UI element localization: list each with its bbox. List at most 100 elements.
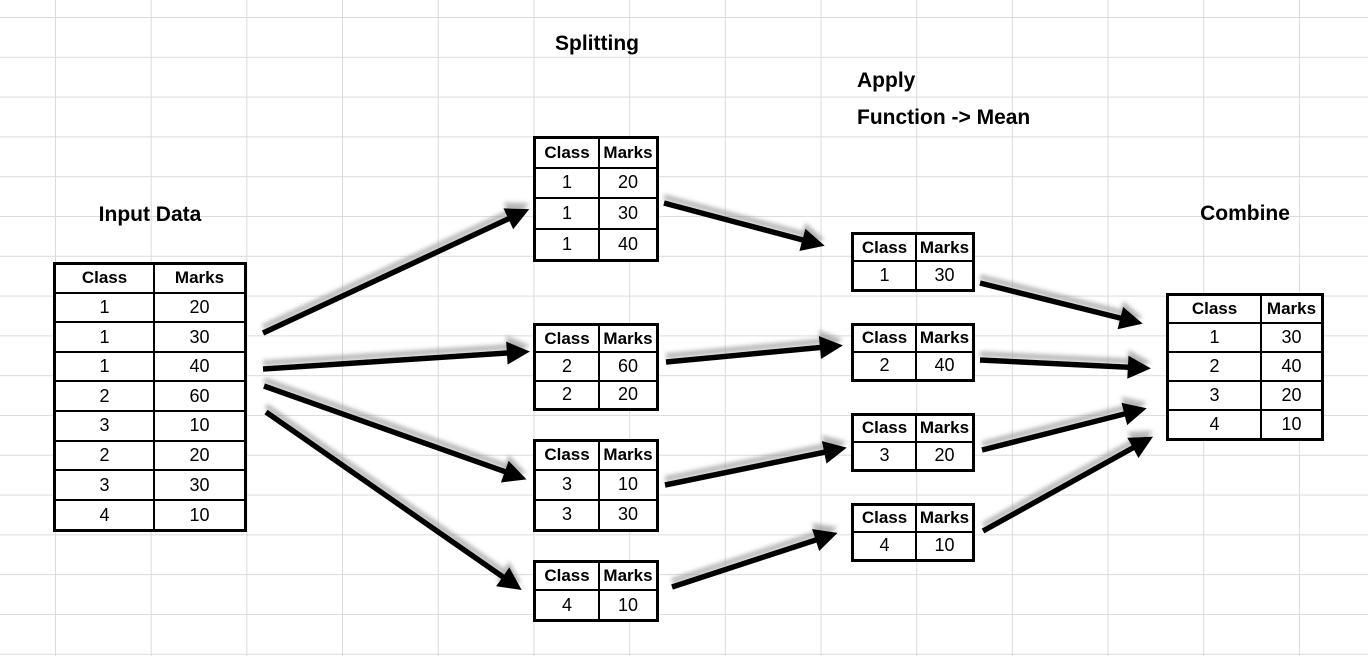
cell-marks: 30 [153,469,247,502]
cell-marks: 40 [1260,350,1324,382]
cell-class: 2 [1166,350,1262,382]
cell-class: 2 [53,439,155,472]
cell-marks: 20 [153,439,247,472]
arrow-split4-to-apply4 [671,529,838,590]
table-header-row: Class Marks [851,503,975,533]
cell-marks: 20 [153,291,247,324]
cell-class: 3 [53,469,155,502]
cell-class: 4 [1166,408,1262,441]
cell-class: 1 [533,166,600,200]
cell-marks: 40 [598,228,659,262]
cell-class: 1 [53,291,155,324]
cell-marks: 30 [1260,321,1324,353]
cell-marks: 20 [598,166,659,200]
column-header-class: Class [533,560,600,592]
cell-class: 4 [851,530,917,562]
table-header-row: Class Marks [533,560,659,592]
arrow-input-to-split3 [263,383,527,483]
column-header-class: Class [533,136,600,169]
column-header-marks: Marks [915,413,975,443]
cell-class: 3 [851,440,917,472]
cell-marks: 60 [153,380,247,413]
cell-marks: 10 [915,530,975,562]
cell-marks: 40 [915,350,975,382]
cell-class: 1 [1166,321,1262,353]
table-header-row: Class Marks [533,323,659,354]
cell-marks: 10 [153,410,247,442]
cell-marks: 10 [598,468,659,501]
cell-class: 3 [53,410,155,442]
cell-class: 3 [533,498,600,532]
arrow-input-to-split4 [264,409,522,590]
table-header-row: Class Marks [53,262,247,294]
arrow-split1-to-apply1 [663,200,825,252]
cell-class: 3 [1166,379,1262,411]
cell-marks: 20 [1260,379,1324,411]
table-header-row: Class Marks [851,232,975,263]
table-header-row: Class Marks [851,413,975,443]
column-header-class: Class [851,503,917,533]
column-header-class: Class [851,413,917,443]
cell-marks: 30 [598,197,659,231]
cell-marks: 20 [915,440,975,472]
splitting-title: Splitting [555,32,639,55]
cell-marks: 20 [598,379,659,411]
column-header-marks: Marks [915,232,975,263]
arrow-input-to-split2 [262,341,530,372]
column-header-class: Class [851,323,917,353]
cell-class: 4 [53,499,155,532]
column-header-marks: Marks [153,262,247,294]
arrow-apply4-to-combine [981,436,1154,534]
cell-marks: 40 [153,350,247,383]
column-header-class: Class [533,323,600,354]
cell-marks: 10 [153,499,247,532]
column-header-marks: Marks [598,439,659,471]
arrow-apply2-to-combine [979,355,1151,379]
apply-title: Apply [857,69,916,92]
cell-class: 3 [533,468,600,501]
cell-class: 1 [533,228,600,262]
cell-class: 1 [53,321,155,353]
column-header-class: Class [53,262,155,294]
arrow-apply1-to-combine [979,280,1143,330]
cell-class: 1 [533,197,600,231]
cell-marks: 30 [153,321,247,353]
input-data-title: Input Data [98,203,202,226]
column-header-marks: Marks [1260,293,1324,324]
table-header-row: Class Marks [533,136,659,169]
apply-function-title: Function -> Mean [857,106,1031,129]
cell-marks: 10 [1260,408,1324,441]
column-header-marks: Marks [915,503,975,533]
column-header-marks: Marks [915,323,975,353]
column-header-class: Class [1166,293,1262,324]
